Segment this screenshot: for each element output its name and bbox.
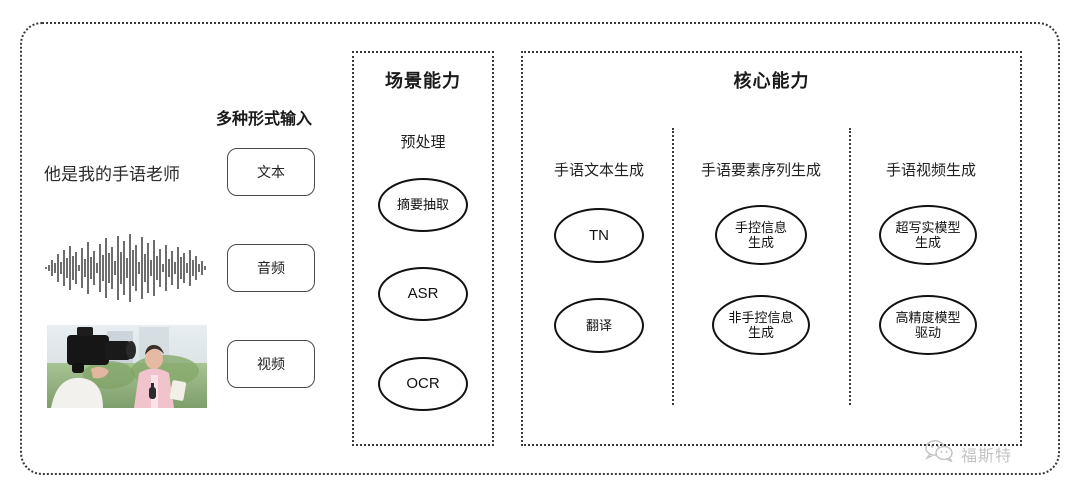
modality-pill-audio-label: 音频	[257, 260, 285, 276]
core-node-non-manual-feature-generation-line1: 非手控信息	[728, 309, 794, 325]
modality-pill-video-label: 视频	[257, 356, 285, 372]
scene-capability-box	[352, 51, 494, 446]
core-node-hyperrealistic-model-generation-line1: 超写实模型	[895, 219, 961, 235]
scene-capability-title: 场景能力	[385, 71, 461, 91]
core-column-divider-2	[849, 128, 851, 405]
core-node-manual-feature-generation[interactable]: 手控信息 生成	[715, 205, 807, 265]
core-node-manual-feature-generation-line1: 手控信息	[734, 219, 787, 235]
core-node-tn[interactable]: TN	[554, 208, 644, 263]
core-capability-box	[521, 51, 1022, 446]
core-column-1-header: 手语文本生成	[553, 162, 644, 179]
core-node-translation[interactable]: 翻译	[554, 298, 644, 353]
outer-frame	[20, 22, 1060, 475]
modality-pill-audio[interactable]: 音频	[227, 244, 315, 292]
core-node-non-manual-feature-generation[interactable]: 非手控信息 生成	[712, 295, 810, 355]
core-node-hyperrealistic-model-generation[interactable]: 超写实模型 生成	[879, 205, 977, 265]
core-node-hyperrealistic-model-generation-line2: 生成	[914, 235, 941, 250]
core-node-manual-feature-generation-line2: 生成	[747, 235, 774, 250]
core-node-high-precision-model-driving[interactable]: 高精度模型 驱动	[879, 295, 977, 355]
core-node-high-precision-model-driving-line1: 高精度模型	[895, 309, 961, 325]
sample-text-line: 他是我的手语老师	[44, 165, 180, 184]
scene-node-asr-label: ASR	[407, 285, 439, 303]
core-node-translation-label: 翻译	[585, 317, 612, 333]
scene-node-asr[interactable]: ASR	[378, 267, 468, 321]
scene-node-summary-extraction-label: 摘要抽取	[396, 197, 449, 213]
core-node-high-precision-model-driving-line2: 驱动	[914, 325, 941, 340]
scene-node-ocr-label: OCR	[406, 375, 440, 393]
core-node-tn-label: TN	[589, 226, 609, 244]
scene-node-ocr[interactable]: OCR	[378, 357, 468, 411]
audio-waveform-icon	[44, 232, 208, 304]
watermark: 福斯特	[924, 440, 1013, 467]
core-column-divider-1	[672, 128, 674, 405]
core-column-2-header: 手语要素序列生成	[700, 162, 821, 179]
modality-pill-video[interactable]: 视频	[227, 340, 315, 388]
watermark-text: 福斯特	[961, 447, 1013, 465]
core-node-non-manual-feature-generation-line2: 生成	[747, 325, 774, 340]
scene-subtitle-preprocessing: 预处理	[400, 134, 446, 151]
modality-pill-text[interactable]: 文本	[227, 148, 315, 196]
input-section-heading: 多种形式输入	[216, 111, 313, 128]
core-capability-title: 核心能力	[733, 71, 810, 91]
modality-pill-text-label: 文本	[257, 164, 285, 180]
scene-node-summary-extraction[interactable]: 摘要抽取	[378, 178, 468, 232]
video-thumbnail-photo	[47, 325, 207, 408]
wechat-icon	[924, 440, 955, 467]
core-column-3-header: 手语视频生成	[885, 162, 976, 179]
